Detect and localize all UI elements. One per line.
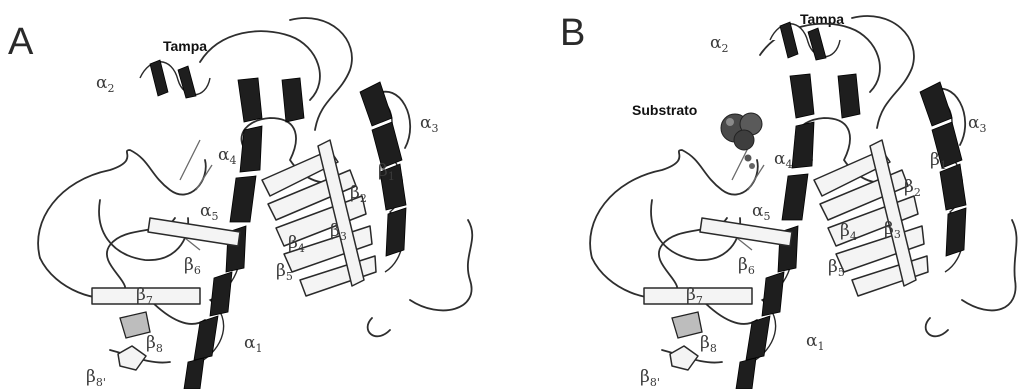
panel-b-label-beta2: β2 — [904, 177, 921, 199]
panel-a-label-alpha3: α3 — [420, 113, 438, 135]
panel-b: B Tampa Substrato — [560, 11, 1017, 389]
panel-a: A Tampa — [8, 18, 472, 389]
panel-a-label-beta6: β6 — [184, 255, 201, 277]
panel-a-label-alpha1: α1 — [244, 333, 262, 355]
panel-b-substrate-callout: Substrato — [632, 102, 697, 118]
panel-a-label-alpha2: α2 — [96, 73, 114, 95]
panel-a-letter: A — [8, 21, 34, 63]
panel-b-label-beta8-prime: β8' — [640, 367, 660, 389]
panel-b-label-beta6: β6 — [738, 255, 755, 277]
panel-a-label-beta8: β8 — [146, 333, 163, 355]
panel-b-helix-alpha2 — [770, 22, 840, 60]
panel-b-label-beta8: β8 — [700, 333, 717, 355]
panel-a-label-alpha4: α4 — [218, 145, 236, 167]
panel-b-helix-alpha3 — [920, 82, 966, 272]
panel-a-coils — [38, 18, 472, 363]
panel-a-label-beta8-prime: β8' — [86, 367, 106, 389]
panel-b-label-alpha4: α4 — [774, 149, 792, 171]
panel-b-label-alpha1: α1 — [806, 331, 824, 353]
panel-b-letter: B — [560, 12, 585, 54]
panel-b-label-alpha3: α3 — [968, 113, 986, 135]
panel-a-helix-alpha2 — [140, 60, 210, 98]
panel-b-label-alpha5: α5 — [752, 201, 770, 223]
panel-a-lid-callout: Tampa — [163, 38, 207, 54]
panel-a-helix-alpha1 — [184, 226, 246, 389]
panel-a-label-alpha5: α5 — [200, 201, 218, 223]
panel-b-label-alpha2: α2 — [710, 33, 728, 55]
panel-a-label-beta2: β2 — [350, 183, 367, 205]
panel-b-helix-alpha1 — [736, 226, 798, 389]
